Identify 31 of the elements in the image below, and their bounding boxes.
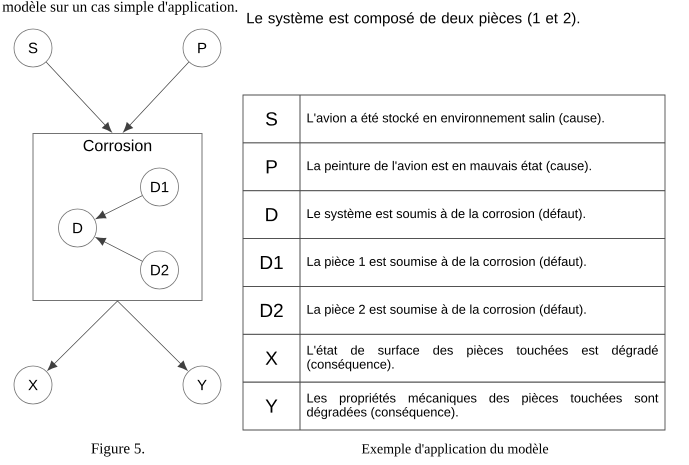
table-cell: Le système est soumis à de la corrosion (défaut). [300,190,666,240]
circle-node: X [14,366,52,404]
circle-node: D1 [140,168,179,206]
table-cell: P [242,142,300,192]
arrow [117,300,188,371]
figure-number: Figure 5. [91,443,144,457]
table-cell: D [242,190,300,240]
arrow [123,62,190,132]
table-cell: D1 [242,238,300,287]
table-cell: L'état de surface des pièces touchées est dégradé (conséquence). [300,334,666,383]
table-cell: X [242,334,300,383]
table-cell: La pièce 2 est soumise à de la corrosion (défaut). [300,286,666,335]
table-cell: Les propriétés mécaniques des pièces touchées sont dégradées (conséquence). [300,382,666,430]
table-cell: La pièce 1 est soumise à de la corrosion (défaut). [300,238,666,287]
arrow [96,195,142,220]
table-heading: Le système est composé de deux pièces (1 et 2). [247,12,580,26]
arrow [47,300,118,371]
circle-node: D2 [140,250,179,290]
arrow [46,62,112,132]
table-cell: L'avion a été stocké en environnement salin (cause). [300,94,666,144]
circle-node: P [182,28,222,68]
circle-node: D [58,208,97,248]
table-cell: S [242,94,300,144]
table-cell: Y [242,382,300,430]
circle-node: S [14,28,52,68]
running-text: modèle sur un cas simple d'application. [2,1,238,15]
circle-node: Y [182,366,222,404]
caption: Exemple d'application du modèle [362,444,548,456]
arrow [96,237,143,262]
table-cell: La peinture de l'avion est en mauvais état (cause). [300,142,666,192]
table-cell: D2 [242,286,300,335]
